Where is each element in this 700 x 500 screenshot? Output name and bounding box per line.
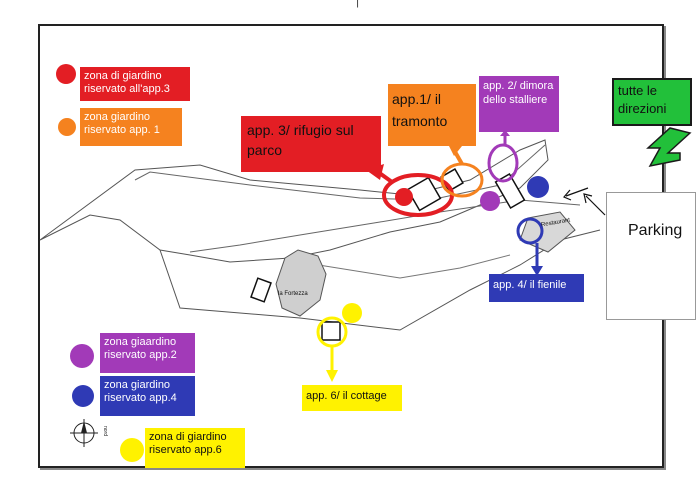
- legend-dot-orange: [58, 118, 76, 136]
- terrain-outline: [39, 139, 549, 263]
- arrow-app4-head: [531, 266, 543, 276]
- label-app6: app. 6/ il cottage: [302, 385, 402, 411]
- garden-dot-app6: [342, 303, 362, 323]
- directions-box: tutte le direzioni: [612, 78, 692, 126]
- arrow-app6-head: [326, 370, 338, 382]
- legend-label-purple: zona giaardino riservato app.2: [100, 333, 195, 373]
- fortezza-building: [275, 249, 327, 317]
- entry-arrow-head: [563, 189, 572, 201]
- parking-label: Parking: [628, 222, 683, 239]
- garden-dot-app3: [395, 188, 413, 206]
- app4-ring: [516, 217, 544, 245]
- arrow-app1-head: [448, 144, 462, 156]
- title-fragment: |: [356, 0, 360, 8]
- label-app1: app.1/ il tramonto: [388, 84, 476, 146]
- legend-dot-purple: [70, 344, 94, 368]
- label-app2: app. 2/ dimora dello stalliere: [479, 76, 559, 132]
- parking-area: [606, 192, 696, 320]
- legend-label-yellow: zona di giardino riservato app.6: [145, 428, 245, 468]
- legend-label-red: zona di giardino riservato all'app.3: [80, 67, 190, 101]
- parking-arrow: [585, 195, 606, 216]
- legend-dot-red: [56, 64, 76, 84]
- road-line-2: [189, 199, 581, 253]
- fortezza-label: la Fortezza: [278, 291, 308, 297]
- parking-arrow-head: [583, 193, 593, 204]
- legend-label-orange: zona giardino riservato app. 1: [80, 108, 182, 146]
- compass-label: nord: [102, 425, 109, 437]
- compass-icon: [70, 419, 98, 447]
- fortezza-annex: [250, 277, 272, 303]
- app3-building: [406, 176, 442, 212]
- legend-dot-blue: [72, 385, 94, 407]
- direction-arrow: [646, 127, 692, 168]
- arrow-app2-head: [500, 130, 510, 136]
- app6-building: [321, 321, 341, 341]
- garden-dot-app2: [480, 191, 500, 211]
- garden-dot-app4: [527, 176, 549, 198]
- app2-building: [494, 172, 526, 210]
- app2-ring: [487, 143, 519, 183]
- label-app4: app. 4/ il fienile: [489, 274, 584, 302]
- legend-dot-yellow: [120, 438, 144, 462]
- entry-arrow: [565, 187, 589, 197]
- legend-label-blue: zona giardino riservato app.4: [100, 376, 195, 416]
- label-app3: app. 3/ rifugio sul parco: [241, 116, 381, 172]
- road-line-3: [299, 254, 511, 279]
